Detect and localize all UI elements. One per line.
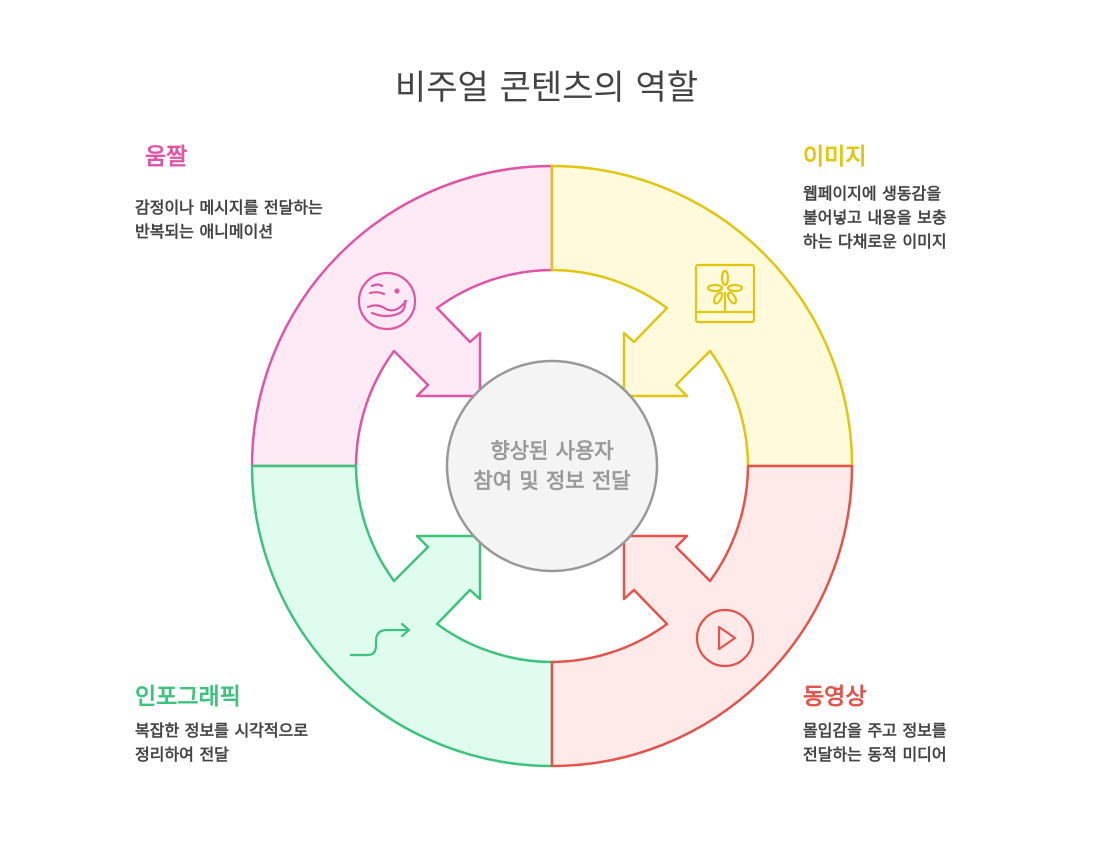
video-title: 동영상	[803, 684, 867, 710]
image-title: 이미지	[803, 144, 867, 170]
video-description: 몰입감을 주고 정보를 전달하는 동적 미디어	[803, 721, 947, 764]
infographic-description: 복잡한 정보를 시각적으로 정리하여 전달	[135, 721, 309, 764]
emoji-face-icon	[357, 271, 417, 331]
flower-picture-icon	[694, 263, 756, 324]
center-circle	[445, 359, 659, 573]
infographic-title: 인포그래픽	[135, 684, 241, 710]
curved-arrow-icon	[349, 622, 411, 657]
gif-description: 감정이나 메시지를 전달하는 반복되는 애니메이션	[135, 198, 323, 241]
diagram-title: 비주얼 콘텐츠의 역할	[394, 68, 699, 108]
center-line-2: 참여 및 정보 전달	[473, 469, 630, 493]
center-line-1: 향상된 사용자	[490, 439, 614, 463]
gif-title: 움짤	[145, 144, 188, 170]
play-icon	[695, 608, 755, 668]
image-description: 웹페이지에 생동감을 불어넣고 내용을 보충 하는 다채로운 이미지	[803, 184, 947, 251]
